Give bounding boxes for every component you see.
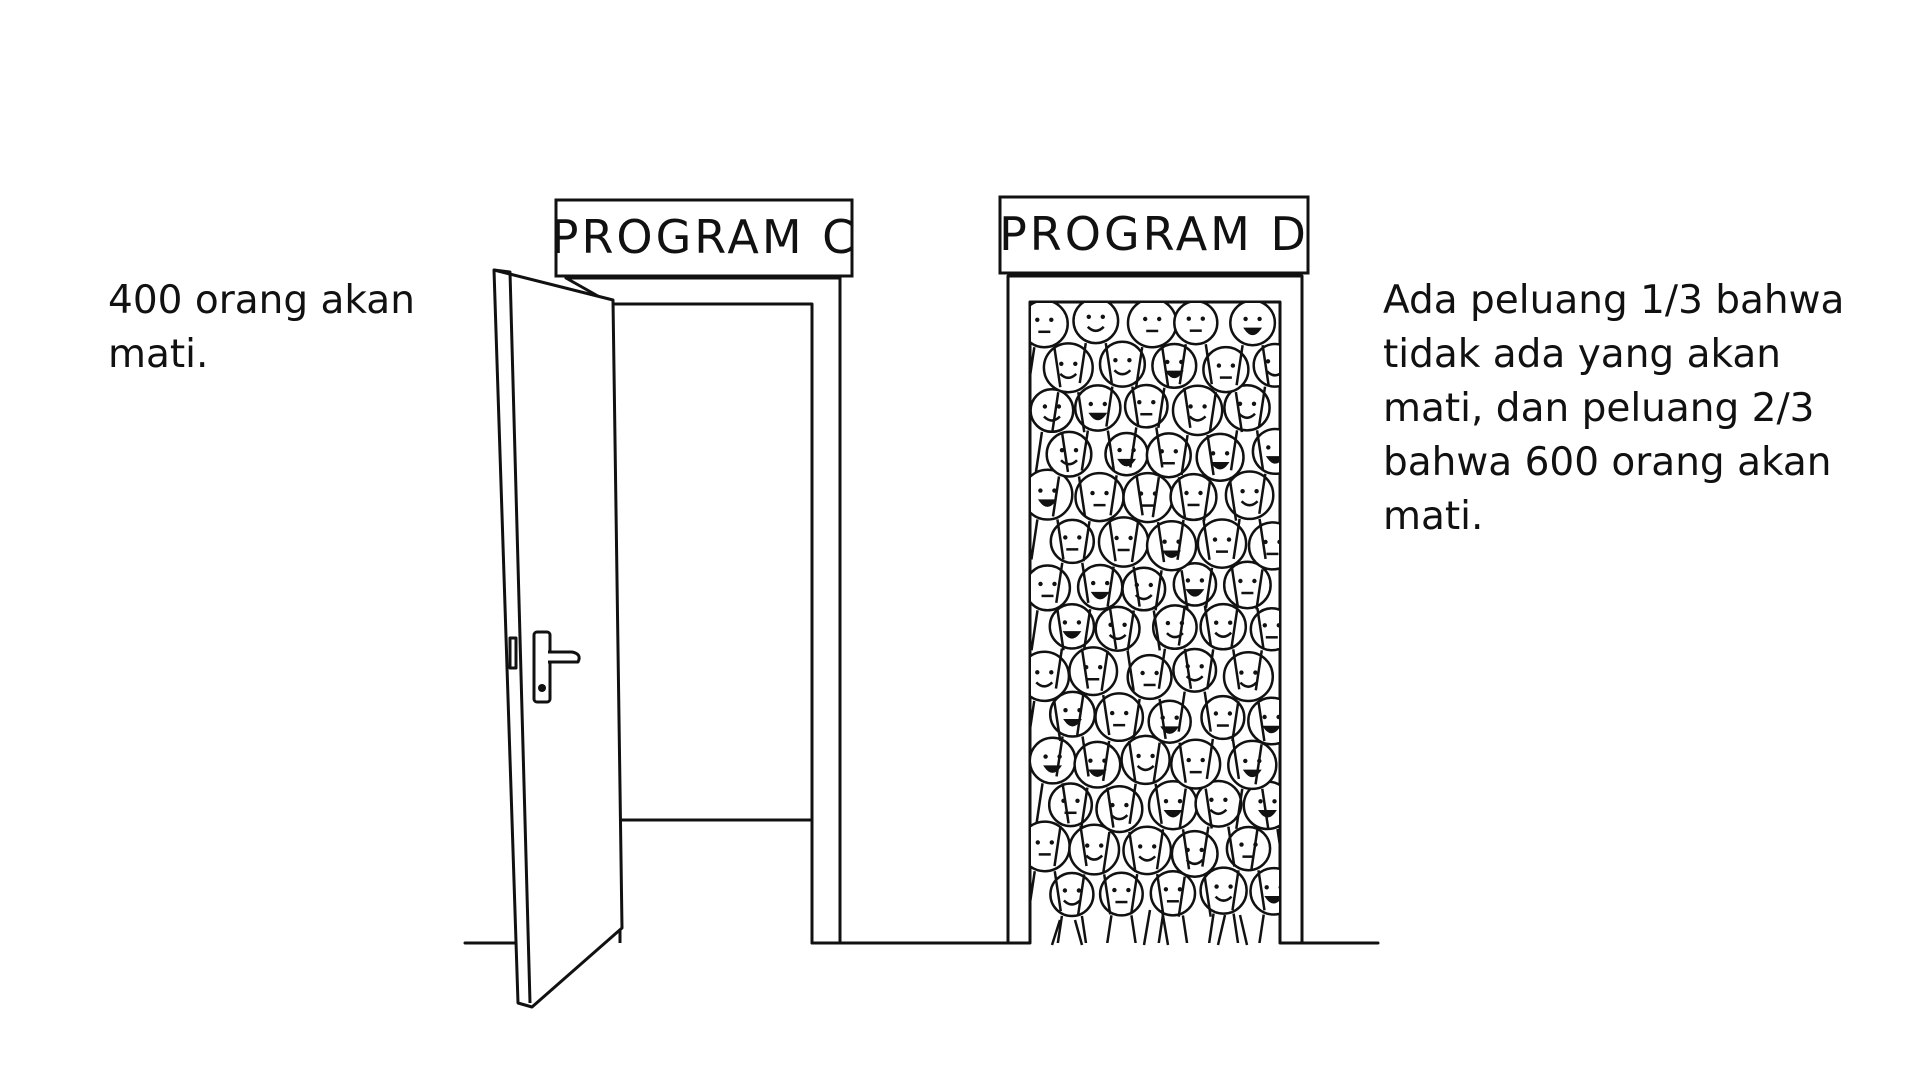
program-c-sign: PROGRAM C	[551, 198, 858, 278]
crowd-doorway-icon	[1006, 274, 1304, 946]
open-door-icon	[492, 268, 842, 1009]
program-c-caption: 400 orang akan mati.	[108, 278, 415, 377]
program-d-sign-label: PROGRAM D	[999, 207, 1309, 261]
program-d-sign: PROGRAM D	[998, 195, 1310, 275]
program-d-caption: Ada peluang 1/3 bahwa tidak ada yang aka…	[1383, 278, 1845, 539]
program-c-sign-label: PROGRAM C	[551, 210, 858, 264]
